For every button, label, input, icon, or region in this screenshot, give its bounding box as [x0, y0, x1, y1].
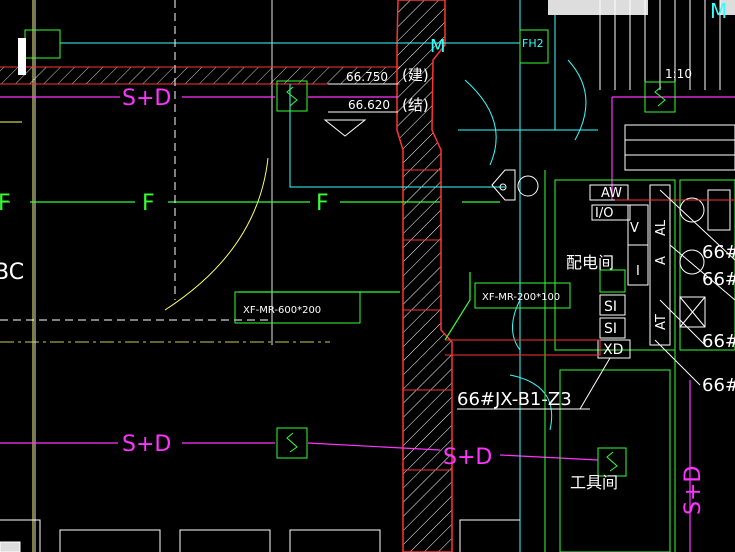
label-ratio: 1:10 [665, 67, 692, 81]
panel-i: I [636, 264, 640, 279]
right-building [445, 0, 735, 552]
jx-tag: 66#JX-B1-Z3 [457, 389, 572, 410]
label-si-2: SI [604, 321, 617, 337]
duct-label-1: XF-MR-600*200 [243, 305, 321, 316]
tag-66-b: 66# [702, 269, 735, 290]
tag-66-c: 66# [702, 331, 735, 352]
label-xd: XD [603, 342, 623, 358]
tag-66-a: 66# [702, 242, 735, 263]
label-sd-top: S+D [122, 86, 171, 111]
panel-at: AT [654, 314, 669, 330]
label-m-topright: M [710, 0, 727, 23]
panel-io: I/O [595, 206, 613, 221]
label-sd-mid: S+D [122, 432, 171, 457]
label-sd-vertical: S+D [681, 466, 706, 515]
sprinkler-symbol-bottom[interactable] [597, 447, 627, 477]
dashed-lines [0, 0, 270, 321]
label-fh2: FH2 [522, 37, 544, 50]
duct-label-box-2[interactable] [474, 282, 571, 309]
axis-grid [0, 0, 330, 552]
valve-symbol-topleft[interactable] [24, 29, 61, 59]
duct-label-2: XF-MR-200*100 [482, 292, 560, 303]
door-arc [164, 157, 269, 311]
label-sd-right: S+D [443, 445, 492, 470]
panel-a: A [654, 256, 669, 265]
elevation-66750: 66.750 [346, 70, 388, 84]
room-power: 配电间 [566, 253, 614, 272]
thin-verticals [34, 0, 273, 552]
white-marker [18, 38, 26, 75]
panel-al: AL [654, 219, 669, 236]
elevation-markers [323, 83, 398, 137]
tag-66-d: 66# [702, 375, 735, 396]
label-bc: BC [0, 260, 24, 285]
sprinkler-symbol-mid[interactable] [276, 427, 308, 459]
elevation-66620: 66.620 [348, 98, 390, 112]
room-tool: 工具间 [570, 473, 618, 492]
label-f-right: F [316, 191, 329, 216]
sprinkler-symbol-top[interactable] [276, 80, 308, 112]
panel-aw: AW [601, 186, 622, 201]
label-jie: (结) [402, 96, 429, 114]
fh2-box[interactable] [519, 29, 549, 64]
sprinkler-symbol-panel[interactable] [599, 269, 626, 293]
water-pipes [60, 0, 598, 552]
wall-top-hatch [0, 66, 400, 85]
panel-v: V [630, 221, 639, 236]
label-jian: (建) [402, 66, 429, 84]
label-f-mid: F [142, 191, 155, 216]
duct-label-box-1[interactable] [234, 291, 361, 324]
label-f-left: F [0, 191, 11, 216]
wall-vertical-hatch [396, 0, 453, 552]
jx-leader [579, 357, 611, 410]
sprinkler-pipes [0, 96, 735, 552]
bottom-outline [0, 519, 520, 552]
label-si-1: SI [604, 299, 617, 315]
label-m-top: M [430, 36, 446, 57]
pump-icon[interactable] [491, 169, 539, 201]
sprinkler-symbol-right[interactable] [644, 81, 676, 113]
